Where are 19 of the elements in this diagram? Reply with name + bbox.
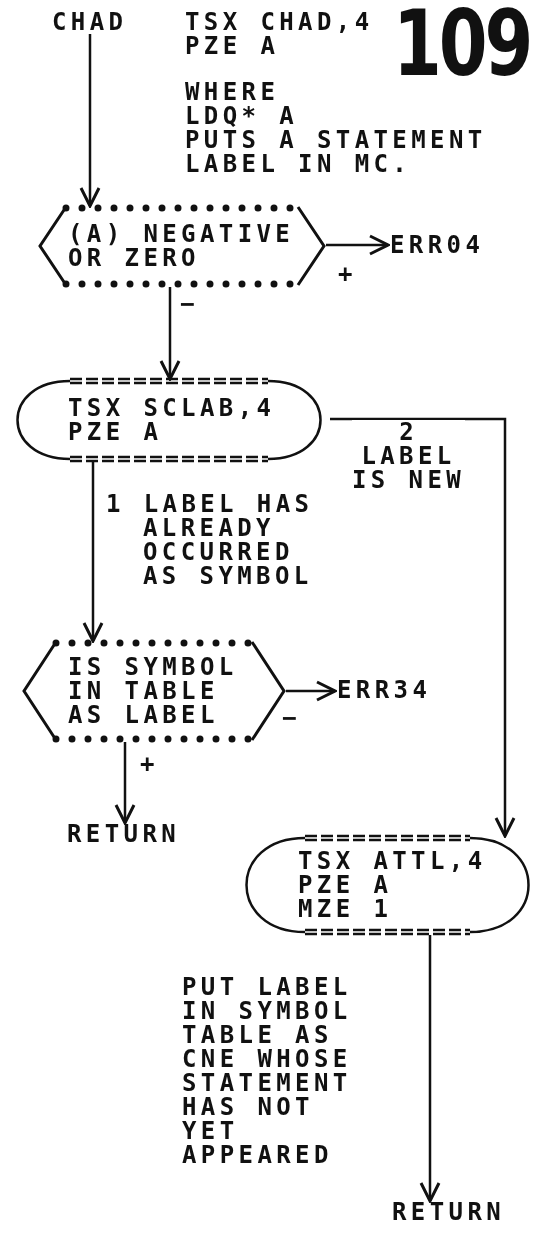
terminal-label: RETURN: [67, 822, 181, 846]
terminal-label: ERR34: [337, 678, 432, 702]
step-text: TSX SCLAB,4 PZE A: [68, 396, 276, 444]
arrow: [114, 742, 136, 825]
arrow: [326, 234, 390, 256]
arrow: [159, 287, 181, 381]
step-text: (A) NEGATIVE OR ZERO: [68, 222, 295, 270]
arrow: [82, 462, 104, 643]
note-text: PUT LABEL IN SYMBOL TABLE AS CNE WHOSE STATEMENT HAS NOT YET APPEARED: [182, 975, 352, 1167]
terminal-label: CHAD: [52, 10, 128, 34]
arrow: [419, 935, 441, 1203]
code-text: TSX CHAD,4 PZE A: [185, 10, 374, 58]
arrow: [79, 34, 101, 208]
step-text: IS SYMBOL IN TABLE AS LABEL: [68, 655, 238, 727]
arrow: [330, 417, 516, 838]
arrow: [286, 680, 337, 702]
step-text: TSX ATTL,4 PZE A MZE 1: [298, 849, 487, 921]
terminal-label: RETURN: [392, 1200, 506, 1224]
terminal-label: ERR04: [390, 233, 485, 257]
